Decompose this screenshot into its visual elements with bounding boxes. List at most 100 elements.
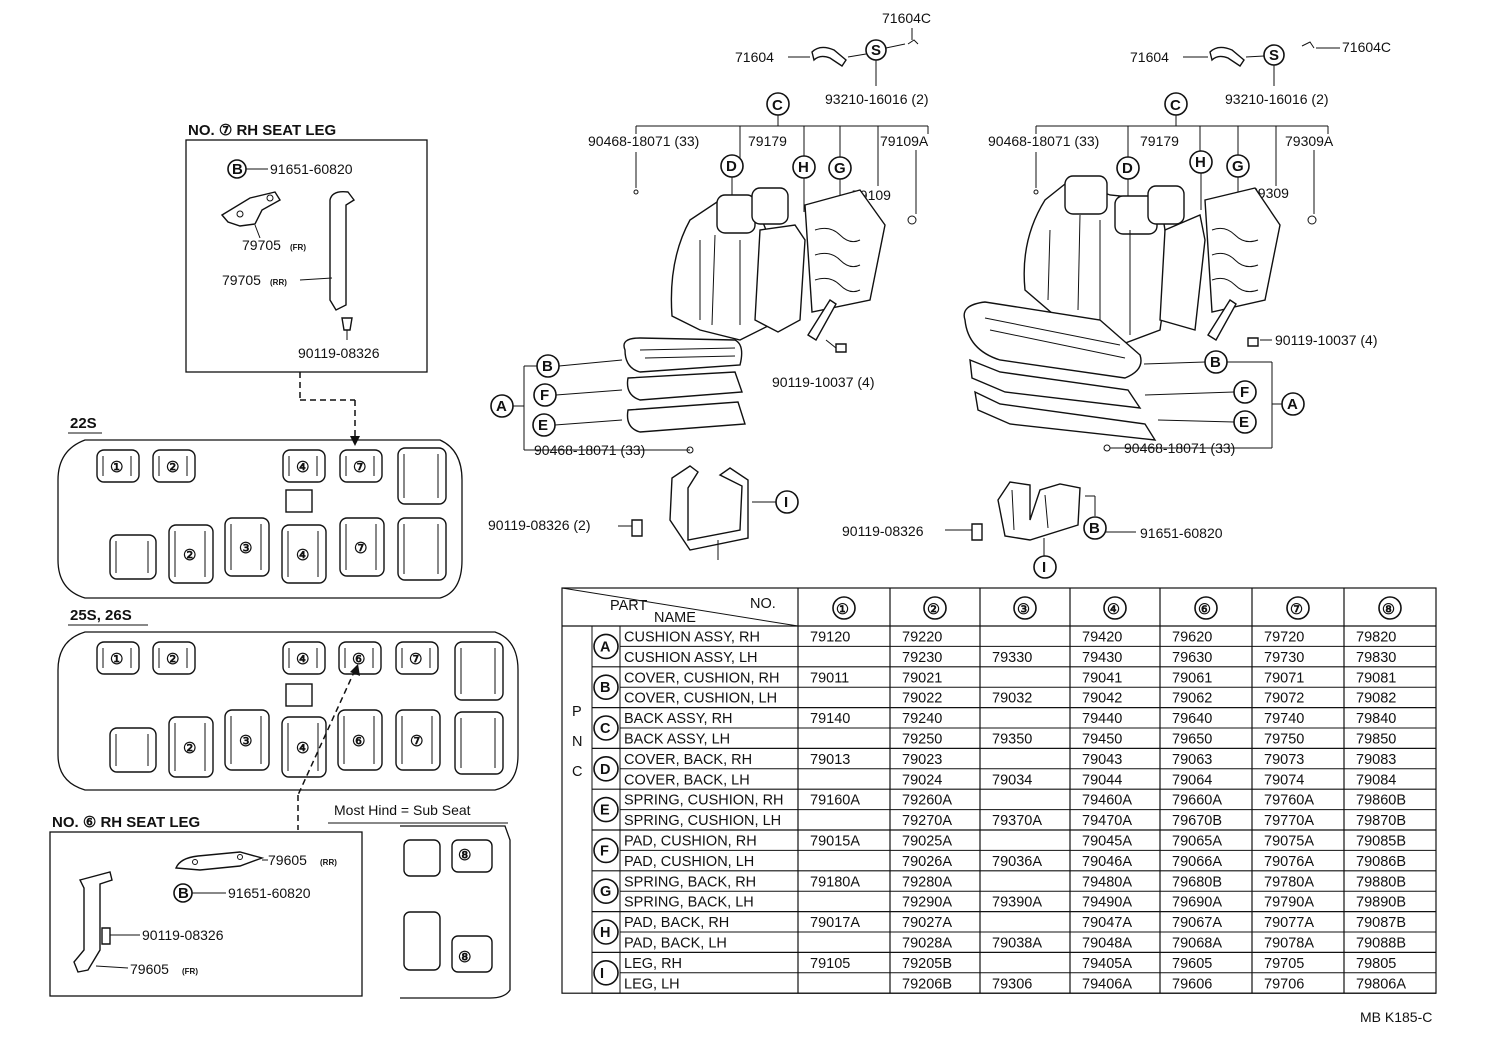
svg-text:90119-08326: 90119-08326 [142,927,224,943]
svg-text:⑧: ⑧ [458,847,471,864]
column-number-icon [1378,596,1402,620]
no7-seat-leg-panel: NO. ⑦ RH SEAT LEG B 91651-60820 79705 (F… [185,122,428,373]
part-number: 79038A [992,936,1042,952]
svg-text:71604C: 71604C [1342,39,1391,55]
part-name: BACK ASSY, LH [624,732,730,748]
part-number: 79820 [1356,630,1396,646]
svg-text:③: ③ [239,733,252,750]
seat-driver-row2 [109,727,157,773]
part-number: 79630 [1172,650,1212,666]
part-number: 79077A [1264,915,1314,931]
svg-text:91651-60820: 91651-60820 [228,885,311,901]
part-number: 79740 [1264,711,1304,727]
part-number: 79105 [810,956,850,972]
svg-text:93210-16016 (2): 93210-16016 (2) [825,91,929,107]
sub-seat-panel: Most Hind = Sub Seat ⑧ ⑧ [328,802,511,999]
svg-text:90119-08326: 90119-08326 [842,523,924,539]
seat-rear-top [454,641,504,701]
part-number: 79420 [1082,630,1122,646]
left-seat-exploded-view: 71604C 71604 S 93210-16016 (2) C 90468-1… [488,10,931,560]
svg-text:D: D [726,158,737,175]
group-letter-icon [593,674,619,701]
svg-text:D: D [1122,160,1133,177]
part-number: 79022 [902,691,942,707]
part-number: 79620 [1172,630,1212,646]
group-letter: A [600,639,611,655]
seat-row2-2: ④ [281,524,327,584]
right-seat-exploded-view: 71604 S 71604C 93210-16016 (2) C 90468-1… [842,39,1391,579]
part-number: 79350 [992,732,1032,748]
no6-seat-leg-panel: NO. ⑥ RH SEAT LEG 79605 (RR) B 91651-608… [49,814,363,997]
svg-text:79179: 79179 [1140,133,1179,149]
part-number: 79087B [1356,915,1406,931]
column-header: ⑧ [1382,602,1395,618]
part-number: 79045A [1082,834,1132,850]
part-number: 79017A [810,915,860,931]
seat-front-1: ② [152,641,196,675]
seat-front-4: ⑦ [395,641,439,675]
column-header: ④ [1107,602,1120,618]
svg-text:①: ① [110,459,123,476]
part-name: PAD, BACK, LH [624,936,727,952]
svg-text:F: F [540,387,549,404]
svg-text:90119-08326: 90119-08326 [298,345,380,361]
part-number: 79280A [902,874,952,890]
column-number-icon [1286,596,1310,620]
part-number: 79440 [1082,711,1122,727]
svg-text:I: I [784,494,788,511]
part-number: 79406A [1082,976,1132,992]
svg-text:⑦: ⑦ [410,733,423,750]
part-number: 79705 [1264,956,1304,972]
part-number: 79220 [902,630,942,646]
part-number: 79042 [1082,691,1122,707]
part-number: 79048A [1082,936,1132,952]
part-number: 79690A [1172,895,1222,911]
seat-driver-row2 [109,534,157,580]
svg-text:③: ③ [239,540,252,557]
part-number: 79205B [902,956,952,972]
part-number: 79043 [1082,752,1122,768]
part-number: 79730 [1264,650,1304,666]
column-number-icon [1194,596,1218,620]
svg-text:79605: 79605 [130,961,169,977]
group-letter-icon [593,919,619,945]
svg-text:④: ④ [296,740,309,757]
part-number: 79140 [810,711,850,727]
part-number: 79084 [1356,772,1396,788]
part-number: 79088B [1356,936,1406,952]
part-name: LEG, RH [624,956,682,972]
svg-text:E: E [1239,414,1249,431]
part-number: 79160A [810,793,860,809]
part-number: 79063 [1172,752,1212,768]
part-name: PAD, CUSHION, LH [624,854,754,870]
part-number: 79460A [1082,793,1132,809]
group-letter: B [600,680,610,696]
vehicle-outline-25s [57,631,519,791]
part-number: 79306 [992,976,1032,992]
svg-text:(RR): (RR) [320,858,337,867]
svg-text:E: E [538,417,548,434]
svg-text:B: B [232,161,243,178]
column-header: ② [927,602,940,618]
svg-text:A: A [1287,396,1298,413]
no6-title: NO. ⑥ RH SEAT LEG [52,814,200,831]
part-number: 79025A [902,834,952,850]
console [285,489,313,513]
part-number: 79034 [992,772,1032,788]
part-number: 79606 [1172,976,1212,992]
svg-text:④: ④ [296,459,309,476]
seat-front-3: ⑦ [339,449,383,483]
column-header: ⑦ [1290,602,1303,618]
part-name: CUSHION ASSY, LH [624,650,758,666]
part-number: 79706 [1264,976,1304,992]
svg-text:90119-10037 (4): 90119-10037 (4) [1275,332,1377,348]
seat-row2-2: ④ [281,716,327,778]
part-number: 79790A [1264,895,1314,911]
part-name: SPRING, CUSHION, RH [624,793,784,809]
svg-text:90468-18071 (33): 90468-18071 (33) [1124,440,1235,456]
part-number: 79061 [1172,670,1212,686]
svg-text:A: A [496,398,507,415]
